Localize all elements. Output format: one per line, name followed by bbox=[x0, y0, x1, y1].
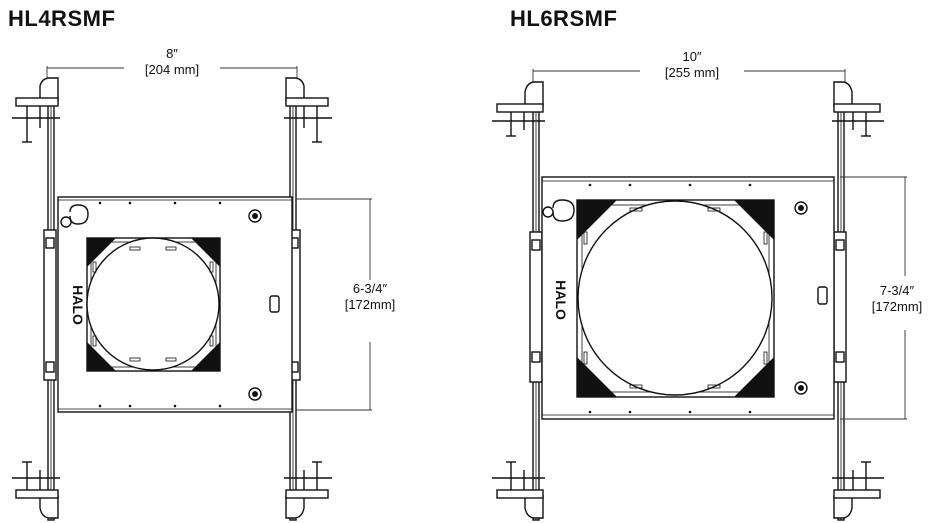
right-height-label: 7-3/4″ [172mm] bbox=[864, 283, 930, 315]
right-halo-logo: HALO bbox=[553, 280, 569, 320]
left-halo-logo: HALO bbox=[70, 285, 86, 325]
right-height-mm: [172mm] bbox=[871, 299, 923, 314]
left-product-title: HL4RSMF bbox=[8, 6, 116, 31]
left-width-label: 8″ [204 mm] bbox=[124, 46, 220, 78]
left-height-dimension bbox=[296, 198, 372, 411]
right-width-inches: 10″ bbox=[682, 49, 702, 64]
right-fixture: HALO bbox=[492, 69, 907, 521]
right-bar-hanger-left bbox=[492, 81, 545, 521]
left-mounting-plate bbox=[57, 196, 293, 413]
left-height-mm: [172mm] bbox=[344, 297, 396, 312]
right-height-dimension bbox=[840, 176, 907, 420]
right-width-label: 10″ [255 mm] bbox=[641, 49, 743, 81]
left-height-inches: 6-3/4″ bbox=[352, 281, 388, 296]
right-bar-hanger-right bbox=[832, 81, 884, 521]
right-width-mm: [255 mm] bbox=[664, 65, 720, 80]
right-product-title: HL6RSMF bbox=[510, 6, 618, 31]
right-mounting-plate bbox=[541, 176, 835, 420]
left-bar-hanger-left bbox=[12, 77, 60, 521]
left-width-inches: 8″ bbox=[166, 46, 178, 61]
right-height-inches: 7-3/4″ bbox=[879, 283, 915, 298]
left-width-mm: [204 mm] bbox=[144, 62, 200, 77]
left-height-label: 6-3/4″ [172mm] bbox=[330, 281, 410, 313]
left-fixture: HALO bbox=[12, 66, 372, 521]
